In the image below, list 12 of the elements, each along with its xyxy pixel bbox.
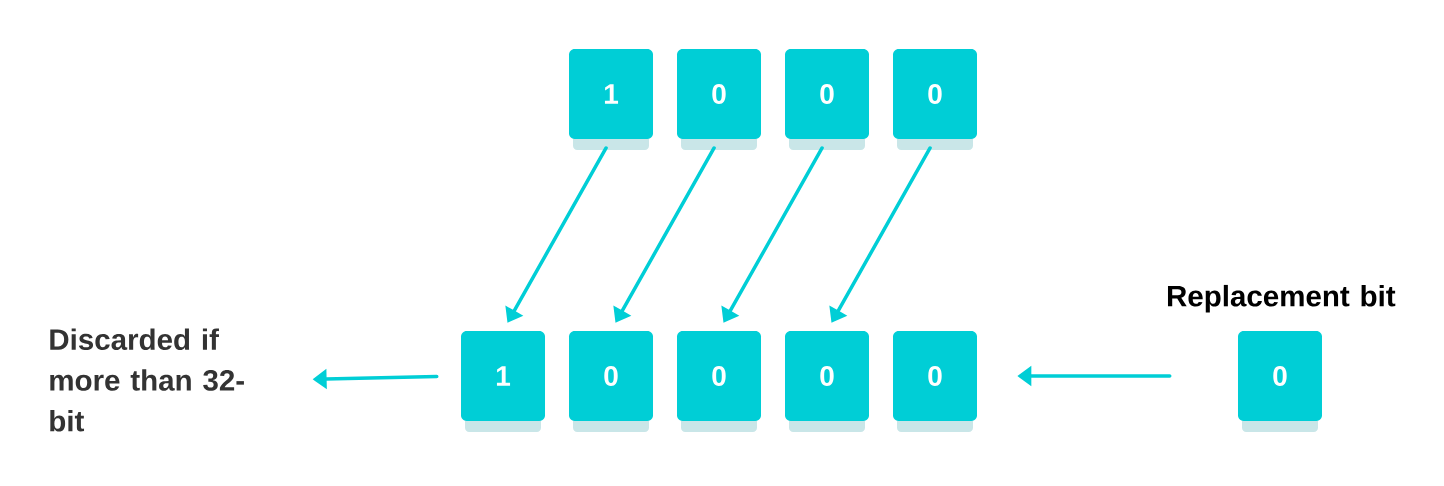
note-text: Discarded if more than 32-bit: [50, 328, 244, 432]
bit-box: 1: [569, 49, 653, 150]
bit-box: 0: [569, 331, 653, 432]
bit-box: 0: [893, 49, 977, 150]
bit-box: 0: [677, 331, 761, 432]
bit-box: 1: [461, 331, 545, 432]
bit-box: 0: [785, 331, 869, 432]
bit-box: 0: [893, 331, 977, 432]
bit-box: 0: [677, 49, 761, 150]
bit-box: 0: [1238, 331, 1322, 432]
bit-box: 0: [785, 49, 869, 150]
caption-text: Replacement bit: [1168, 284, 1396, 313]
